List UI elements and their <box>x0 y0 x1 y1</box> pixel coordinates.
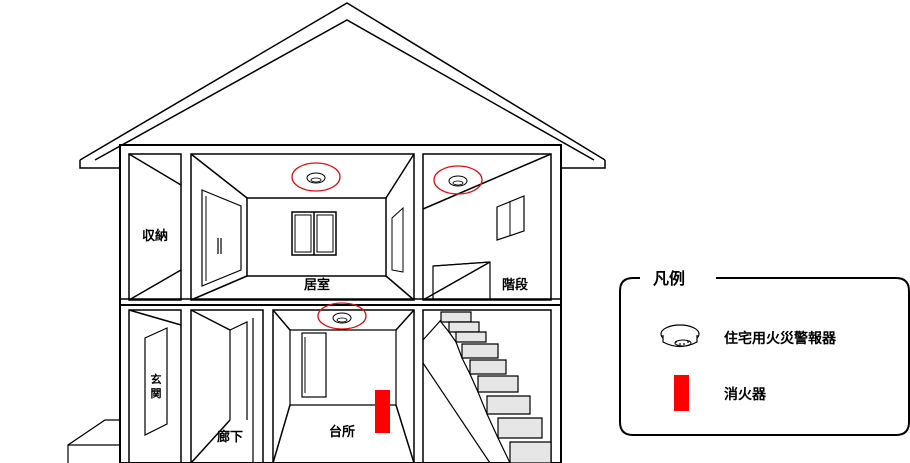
stairs-label-bg <box>492 268 546 294</box>
legend-smoke-alarm-icon <box>660 324 700 348</box>
porch <box>67 419 120 463</box>
legend-smoke-alarm-label: 住宅用火災警報器 <box>724 330 837 347</box>
fire-extinguisher <box>375 390 390 433</box>
legend-extinguisher-label: 消火器 <box>724 386 767 403</box>
legend-box: 凡例 住宅用火災警報器 消火器 <box>619 269 910 436</box>
living-room-alarm-highlight <box>291 162 341 192</box>
room-label-storage: 収納 <box>142 228 168 244</box>
legend-extinguisher-icon <box>674 375 689 411</box>
room-label-kitchen: 台所 <box>329 424 355 440</box>
room-living <box>190 153 415 301</box>
room-entrance <box>128 309 182 463</box>
kitchen-alarm-highlight <box>317 302 367 330</box>
house-walls <box>119 144 562 463</box>
room-hallway <box>190 309 264 463</box>
room-stairs-lower <box>422 309 552 463</box>
room-label-hallway: 廊下 <box>217 429 243 445</box>
stairs-alarm-highlight <box>433 165 483 195</box>
roof <box>79 2 606 169</box>
smoke-alarm-icon <box>332 312 352 324</box>
room-label-entrance-2: 関 <box>151 387 162 400</box>
room-kitchen <box>272 309 415 463</box>
room-label-stairs: 階段 <box>502 277 528 293</box>
legend-title: 凡例 <box>653 269 685 288</box>
room-stairs-upper <box>422 153 552 301</box>
room-label-entrance-1: 玄 <box>151 372 162 386</box>
room-label-living: 居室 <box>304 277 330 293</box>
smoke-alarm-icon <box>448 175 468 187</box>
room-storage <box>128 153 182 301</box>
smoke-alarm-icon <box>306 172 326 184</box>
